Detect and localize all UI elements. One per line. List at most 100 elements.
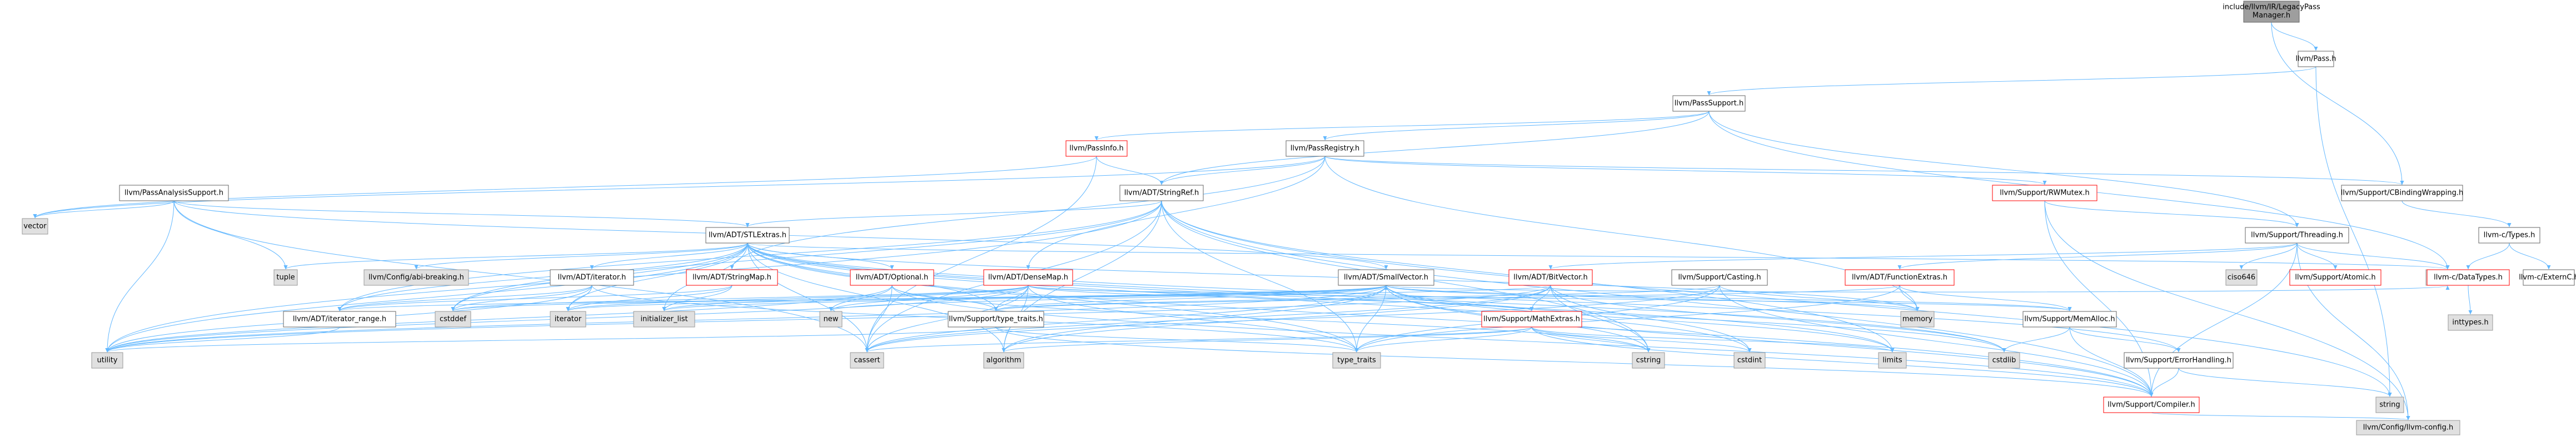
node-rwmutex[interactable]: llvm/Support/RWMutex.h [1992, 185, 2097, 201]
edge-threading-to-compiler [2149, 242, 2298, 397]
node-optional[interactable]: llvm/ADT/Optional.h [850, 269, 934, 286]
node-passinfo[interactable]: llvm/PassInfo.h [1065, 140, 1128, 157]
node-datatypes[interactable]: llvm-c/DataTypes.h [2426, 269, 2510, 286]
edge-bitvector-to-cassert [865, 285, 1551, 353]
edge-passsupport-to-stringref [1159, 111, 1710, 185]
edge-passanalysis-to-tuple [173, 200, 288, 270]
edge-bitvector-to-iterrange [338, 285, 1551, 311]
node-cstdint: cstdint [1733, 352, 1766, 369]
edge-passregistry-to-rwmutex [1324, 156, 2047, 185]
edge-stlextras-to-utility [105, 242, 748, 353]
node-box [22, 218, 48, 235]
edge-bitvector-to-mathextras [1529, 285, 1551, 311]
node-pass_h[interactable]: llvm/Pass.h [2295, 51, 2336, 67]
edge-passregistry-to-cbinding [1324, 156, 2404, 185]
node-label: llvm/Support/Casting.h [1678, 274, 1761, 282]
node-tuple: tuple [273, 269, 298, 286]
node-cstring: cstring [1632, 352, 1665, 369]
node-label: llvm/ADT/iterator_range.h [293, 315, 386, 324]
node-funcextras[interactable]: llvm/ADT/FunctionExtras.h [1845, 269, 1955, 286]
node-mathextras[interactable]: llvm/Support/MathExtras.h [1481, 311, 1582, 328]
node-passregistry[interactable]: llvm/PassRegistry.h [1285, 140, 1364, 157]
node-passsupport[interactable]: llvm/PassSupport.h [1672, 95, 1746, 112]
node-threading[interactable]: llvm/Support/Threading.h [2245, 227, 2349, 244]
node-bitvector[interactable]: llvm/ADT/BitVector.h [1508, 269, 1593, 286]
edge-passsupport-to-threading [1708, 111, 2299, 227]
node-label: llvm/Support/ErrorHandling.h [2126, 356, 2231, 365]
node-abibreaking: llvm/Config/abi-breaking.h [363, 269, 469, 286]
node-box [2356, 420, 2460, 435]
node-box [983, 269, 1073, 286]
node-label: llvm/ADT/iterator.h [558, 274, 626, 282]
node-box [819, 311, 843, 328]
edge-densemap-to-memalloc [1028, 285, 2071, 311]
node-label: llvm/Config/abi-breaking.h [368, 274, 464, 282]
edge-stlextras-to-iterrange [337, 242, 748, 311]
edge-funcextras-to-memory [1899, 285, 1920, 311]
node-initlist: initializer_list [633, 311, 695, 328]
node-iterrange[interactable]: llvm/ADT/iterator_range.h [283, 311, 396, 328]
edge-smallvector-to-cstdlib [1386, 285, 2006, 353]
edge-iterrange-to-utility [105, 326, 340, 353]
edge-funcextras-to-memalloc [1899, 285, 2072, 311]
edge-mathextras-to-cstdint [1531, 326, 1752, 353]
node-label: cstring [1636, 356, 1661, 365]
edge-stlextras-to-abibreaking [414, 242, 748, 270]
edge-casting-to-typetraits_llvm [994, 285, 1720, 311]
edge-densemap-to-mathextras [1028, 285, 1534, 311]
node-cbinding[interactable]: llvm/Support/CBindingWrapping.h [2341, 185, 2464, 201]
node-box [550, 311, 586, 328]
node-externc[interactable]: llvm-c/ExternC.h [2519, 269, 2576, 286]
node-smallvector[interactable]: llvm/ADT/SmallVector.h [1338, 269, 1434, 286]
node-densemap[interactable]: llvm/ADT/DenseMap.h [983, 269, 1073, 286]
node-box [2478, 227, 2540, 244]
node-ctypes[interactable]: llvm-c/Types.h [2478, 227, 2540, 244]
node-label: llvm/Support/MemAlloc.h [2024, 315, 2115, 324]
node-label: llvm/ADT/BitVector.h [1513, 274, 1587, 282]
node-stringmap[interactable]: llvm/ADT/StringMap.h [686, 269, 778, 286]
node-label: llvm-c/ExternC.h [2519, 274, 2576, 282]
node-casting[interactable]: llvm/Support/Casting.h [1671, 269, 1768, 286]
node-label: inttypes.h [2452, 319, 2488, 327]
node-label: cassert [854, 356, 880, 365]
node-ciso646: ciso646 [2225, 269, 2258, 286]
node-stlextras[interactable]: llvm/ADT/STLExtras.h [705, 227, 790, 244]
edge-casting-to-memory [1719, 285, 1920, 311]
edge-typetraits_llvm-to-type_traits [995, 326, 1359, 353]
edge-bitvector-to-algorithm [1001, 285, 1551, 353]
edge-errorhandling-to-string [2178, 368, 2392, 397]
node-cstdlib: cstdlib [1988, 352, 2020, 369]
edge-mathextras-to-cassert [865, 326, 1532, 353]
node-box [1988, 352, 2020, 369]
node-label: type_traits [1337, 356, 1376, 365]
node-cassert: cassert [850, 352, 884, 369]
edge-passregistry-to-densemap [1026, 156, 1326, 270]
node-passanalysis[interactable]: llvm/PassAnalysisSupport.h [119, 185, 229, 201]
edge-stringref-to-stlextras [745, 200, 1162, 227]
node-label: iterator [555, 315, 582, 324]
node-stringref[interactable]: llvm/ADT/StringRef.h [1119, 185, 1204, 201]
node-box [2426, 269, 2510, 286]
node-box [948, 311, 1044, 328]
node-label: llvm/Support/type_traits.h [949, 315, 1043, 324]
node-box [435, 311, 471, 328]
node-typetraits_llvm[interactable]: llvm/Support/type_traits.h [948, 311, 1044, 328]
node-atomic[interactable]: llvm/Support/Atomic.h [2289, 269, 2381, 286]
node-memalloc[interactable]: llvm/Support/MemAlloc.h [2022, 311, 2117, 328]
node-errorhandling[interactable]: llvm/Support/ErrorHandling.h [2124, 352, 2234, 369]
node-label: initializer_list [640, 315, 687, 324]
edge-threading-to-funcextras [1897, 242, 2298, 270]
edge-pass_h-to-string [2315, 66, 2392, 397]
edge-stringmap-to-initlist [662, 285, 733, 311]
node-iterator_h[interactable]: llvm/ADT/iterator.h [550, 269, 634, 286]
node-box [983, 352, 1024, 369]
edge-passanalysis-to-utility [105, 200, 175, 353]
edge-stlextras-to-errorhandling [747, 242, 2181, 353]
edge-stringref-to-compiler [1161, 200, 2154, 397]
node-box [1481, 311, 1582, 328]
node-compiler[interactable]: llvm/Support/Compiler.h [2103, 397, 2200, 413]
edge-optional-to-new [829, 285, 893, 311]
edge-funcextras-to-type_traits [1354, 285, 1900, 353]
node-box [1900, 311, 1935, 328]
edge-casting-to-cassert [865, 285, 1720, 353]
